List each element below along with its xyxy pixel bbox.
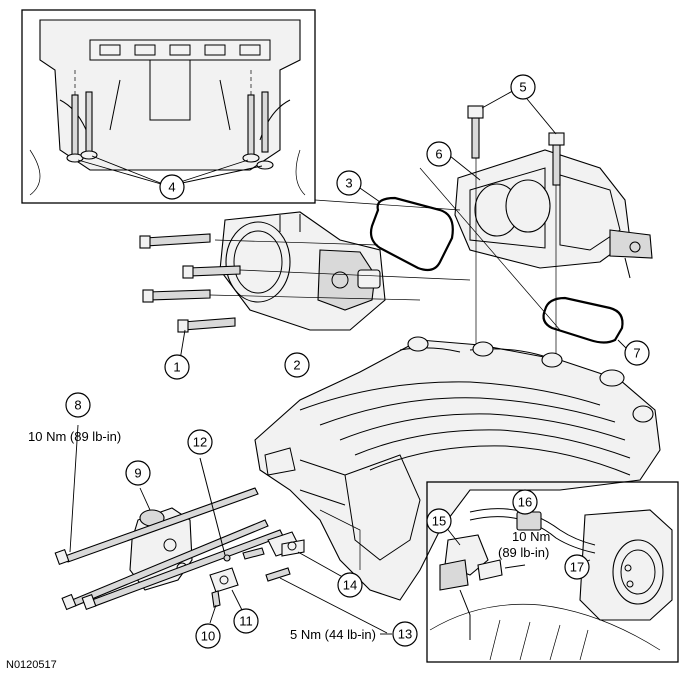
gasket-3 [356, 185, 454, 272]
svg-text:7: 7 [633, 346, 640, 361]
callout-6: 6 [426, 141, 452, 167]
assembly-lines [209, 158, 561, 395]
throttle-elbow [449, 87, 653, 279]
callout-11: 11 [233, 608, 259, 634]
torque-label-13: 5 Nm (44 lb-in) [290, 627, 376, 642]
callout-16: 16 [512, 489, 538, 515]
figure-code: N0120517 [6, 659, 57, 671]
inset-top-left [21, 9, 316, 204]
svg-text:17: 17 [570, 560, 584, 575]
callout-9: 9 [125, 460, 151, 486]
callout-12: 12 [187, 429, 213, 455]
torque-label-8: 10 Nm (89 lb-in) [28, 429, 121, 444]
callout-4: 4 [159, 174, 185, 200]
callout-1: 1 [164, 354, 190, 380]
callout-5: 5 [510, 74, 536, 100]
svg-text:3: 3 [345, 176, 352, 191]
svg-text:10: 10 [201, 629, 215, 644]
svg-text:1: 1 [173, 360, 180, 375]
inset-elbow-body [39, 19, 301, 171]
svg-text:16: 16 [518, 495, 532, 510]
callout-10: 10 [195, 623, 221, 649]
svg-text:5: 5 [519, 80, 526, 95]
svg-text:4: 4 [168, 180, 175, 195]
callout-14: 14 [337, 572, 363, 598]
callout-7: 7 [624, 340, 650, 366]
callout-17: 17 [564, 554, 590, 580]
callout-15: 15 [426, 508, 452, 534]
svg-text:6: 6 [435, 147, 442, 162]
callout-3: 3 [336, 170, 362, 196]
small-parts [199, 457, 388, 634]
long-bolts-8 [54, 424, 284, 611]
svg-text:8: 8 [74, 398, 81, 413]
inset-bottom-right [426, 481, 679, 663]
throttle-body [219, 211, 386, 331]
svg-text:12: 12 [193, 435, 207, 450]
callout-2: 2 [284, 352, 310, 378]
svg-text:15: 15 [432, 514, 446, 529]
inset-frame [21, 9, 316, 204]
svg-text:11: 11 [239, 614, 253, 629]
svg-text:14: 14 [343, 578, 357, 593]
inset-frame-2 [426, 481, 679, 663]
svg-text:9: 9 [134, 466, 141, 481]
torque-label-16-line1: 10 Nm [512, 529, 550, 544]
throttle-body-bolts [139, 233, 241, 361]
intake-manifold [254, 336, 661, 601]
svg-text:13: 13 [398, 627, 412, 642]
svg-text:2: 2 [293, 358, 300, 373]
callout-8: 8 [65, 392, 91, 418]
callout-13: 13 [392, 621, 418, 647]
torque-label-16-line2: (89 lb-in) [498, 545, 549, 560]
